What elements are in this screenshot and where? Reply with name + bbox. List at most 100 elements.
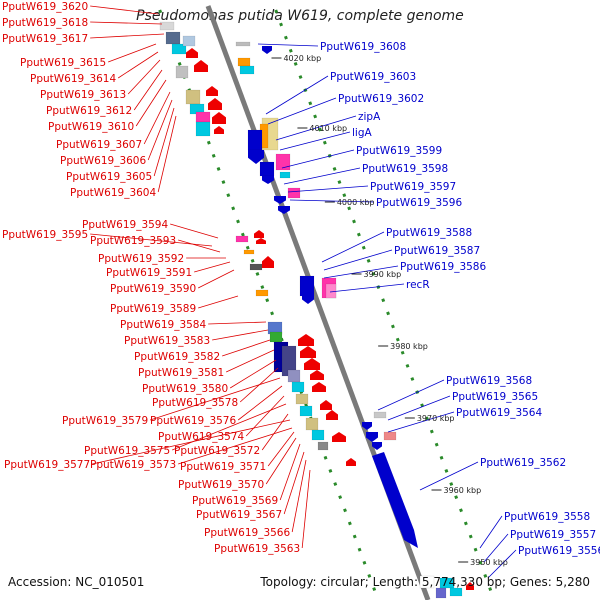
tick-label: 3960 kbp xyxy=(443,486,481,495)
gene-label-left[interactable]: PputW619_3577 xyxy=(4,459,90,471)
gene-label-left[interactable]: PputW619_3612 xyxy=(46,105,132,117)
leader-line-left xyxy=(90,21,163,25)
gene-label-left[interactable]: PputW619_3569 xyxy=(192,495,278,507)
gene-label-right[interactable]: PputW619_3599 xyxy=(356,145,442,157)
gene-block xyxy=(279,171,291,179)
leader-line-right xyxy=(279,131,351,151)
gene-label-left[interactable]: PputW619_3581 xyxy=(138,367,224,379)
gene-arrow xyxy=(332,432,346,442)
gene-label-right[interactable]: PputW619_3596 xyxy=(376,197,462,209)
gene-label-left[interactable]: PputW619_3582 xyxy=(134,351,220,363)
gene-label-left[interactable]: PputW619_3591 xyxy=(106,267,192,279)
gene-block xyxy=(195,111,211,123)
gene-label-left[interactable]: PputW619_3573 xyxy=(90,459,176,471)
gene-label-left[interactable]: PputW619_3604 xyxy=(70,187,156,199)
gene-label-left[interactable]: PputW619_3584 xyxy=(120,319,206,331)
gene-label-left[interactable]: PputW619_3576 xyxy=(150,415,236,427)
leader-line-right xyxy=(387,411,455,433)
leader-line-right xyxy=(275,115,357,141)
gene-label-right[interactable]: PputW619_3557 xyxy=(510,529,596,541)
gene-block xyxy=(243,249,255,255)
gene-label-left[interactable]: PputW619_3575 xyxy=(84,445,170,457)
gene-label-left[interactable]: PputW619_3610 xyxy=(48,121,134,133)
accession-label: Accession: NC_010501 xyxy=(8,575,145,589)
gene-label-right[interactable]: PputW619_3597 xyxy=(370,181,456,193)
gene-label-left[interactable]: PputW619_3567 xyxy=(196,509,282,521)
tick-label: 4010 kbp xyxy=(309,124,347,133)
gene-arrow xyxy=(248,150,264,164)
leader-line-left xyxy=(127,59,161,95)
gene-arrow-long xyxy=(372,452,418,548)
gene-label-left[interactable]: PputW619_3583 xyxy=(124,335,210,347)
gene-arrow xyxy=(262,256,274,268)
gene-label-right[interactable]: PputW619_3568 xyxy=(446,375,532,387)
gene-label-left[interactable]: PputW619_3580 xyxy=(142,383,228,395)
gene-label-left[interactable]: PputW619_3606 xyxy=(60,155,146,167)
map-title: Pseudomonas putida W619, complete genome xyxy=(136,8,464,24)
gene-label-left[interactable]: PputW619_3594 xyxy=(82,219,168,231)
leader-line-left xyxy=(92,419,291,465)
gene-block xyxy=(419,575,435,589)
gene-label-right[interactable]: PputW619_3556 xyxy=(518,545,600,557)
gene-label-right[interactable]: zipA xyxy=(358,111,381,123)
gene-label-right[interactable]: PputW619_3587 xyxy=(394,245,480,257)
leader-line-left xyxy=(194,261,231,273)
gene-label-right[interactable]: PputW619_3562 xyxy=(480,457,566,469)
gene-label-left[interactable]: PputW619_3590 xyxy=(110,283,196,295)
leader-line-left xyxy=(133,69,163,111)
gene-label-right[interactable]: PputW619_3608 xyxy=(320,41,406,53)
gene-label-left[interactable]: PputW619_3620 xyxy=(2,1,88,13)
gene-block xyxy=(159,21,175,31)
gene-label-left[interactable]: PputW619_3589 xyxy=(110,303,196,315)
leader-line-right xyxy=(483,533,509,563)
gene-label-left[interactable]: PputW619_3571 xyxy=(180,461,266,473)
gene-label-left[interactable]: PputW619_3614 xyxy=(30,73,116,85)
gene-label-right[interactable]: PputW619_3565 xyxy=(452,391,538,403)
gene-label-right[interactable]: PputW619_3586 xyxy=(400,261,486,273)
gene-labels: PputW619_3620PputW619_3618PputW619_3617P… xyxy=(2,1,600,557)
gene-label-right[interactable]: PputW619_3564 xyxy=(456,407,542,419)
gene-label-right[interactable]: recR xyxy=(406,279,430,291)
gene-label-left[interactable]: PputW619_3618 xyxy=(2,17,88,29)
gene-block xyxy=(299,405,313,417)
gene-label-left[interactable]: PputW619_3595 xyxy=(2,229,88,241)
gene-label-right[interactable]: ligA xyxy=(352,127,372,139)
gene-arrow xyxy=(206,86,218,96)
gene-block xyxy=(175,65,189,79)
tick-label: 3980 kbp xyxy=(390,342,428,351)
gene-label-left[interactable]: PputW619_3563 xyxy=(214,543,300,555)
gene-label-right[interactable]: PputW619_3598 xyxy=(362,163,448,175)
gene-label-left[interactable]: PputW619_3574 xyxy=(158,431,244,443)
gene-arrow xyxy=(298,334,314,346)
gene-arrow xyxy=(278,206,290,214)
gene-label-left[interactable]: PputW619_3578 xyxy=(152,397,238,409)
leader-line-right xyxy=(387,395,451,421)
gene-label-right[interactable]: PputW619_3588 xyxy=(386,227,472,239)
leader-line-left xyxy=(90,5,159,15)
leader-line-left xyxy=(237,385,283,421)
tick-label: 4000 kbp xyxy=(337,198,375,207)
tick-label: 3950 kbp xyxy=(470,558,508,567)
gene-label-left[interactable]: PputW619_3613 xyxy=(40,89,126,101)
gene-label-left[interactable]: PputW619_3617 xyxy=(2,33,88,45)
gene-label-left[interactable]: PputW619_3566 xyxy=(204,527,290,539)
leader-line-left xyxy=(147,99,173,161)
gene-label-left[interactable]: PputW619_3607 xyxy=(56,139,142,151)
gene-arrow xyxy=(254,230,264,238)
gene-label-right[interactable]: PputW619_3602 xyxy=(338,93,424,105)
gene-label-left[interactable]: PputW619_3593 xyxy=(90,235,176,247)
gene-arrow xyxy=(262,176,274,184)
gene-label-right[interactable]: PputW619_3603 xyxy=(330,71,416,83)
gene-label-left[interactable]: PputW619_3592 xyxy=(98,253,184,265)
leader-line-left xyxy=(178,239,221,253)
leader-line-left xyxy=(265,437,297,485)
gene-label-left[interactable]: PputW619_3570 xyxy=(178,479,264,491)
gene-label-left[interactable]: PputW619_3579 xyxy=(62,415,148,427)
leader-line-right xyxy=(267,97,337,125)
gene-label-left[interactable]: PputW619_3572 xyxy=(174,445,260,457)
gene-label-left[interactable]: PputW619_3605 xyxy=(66,171,152,183)
gene-label-left[interactable]: PputW619_3615 xyxy=(20,57,106,69)
leader-line-left xyxy=(172,403,287,451)
gene-label-right[interactable]: PputW619_3558 xyxy=(504,511,590,523)
